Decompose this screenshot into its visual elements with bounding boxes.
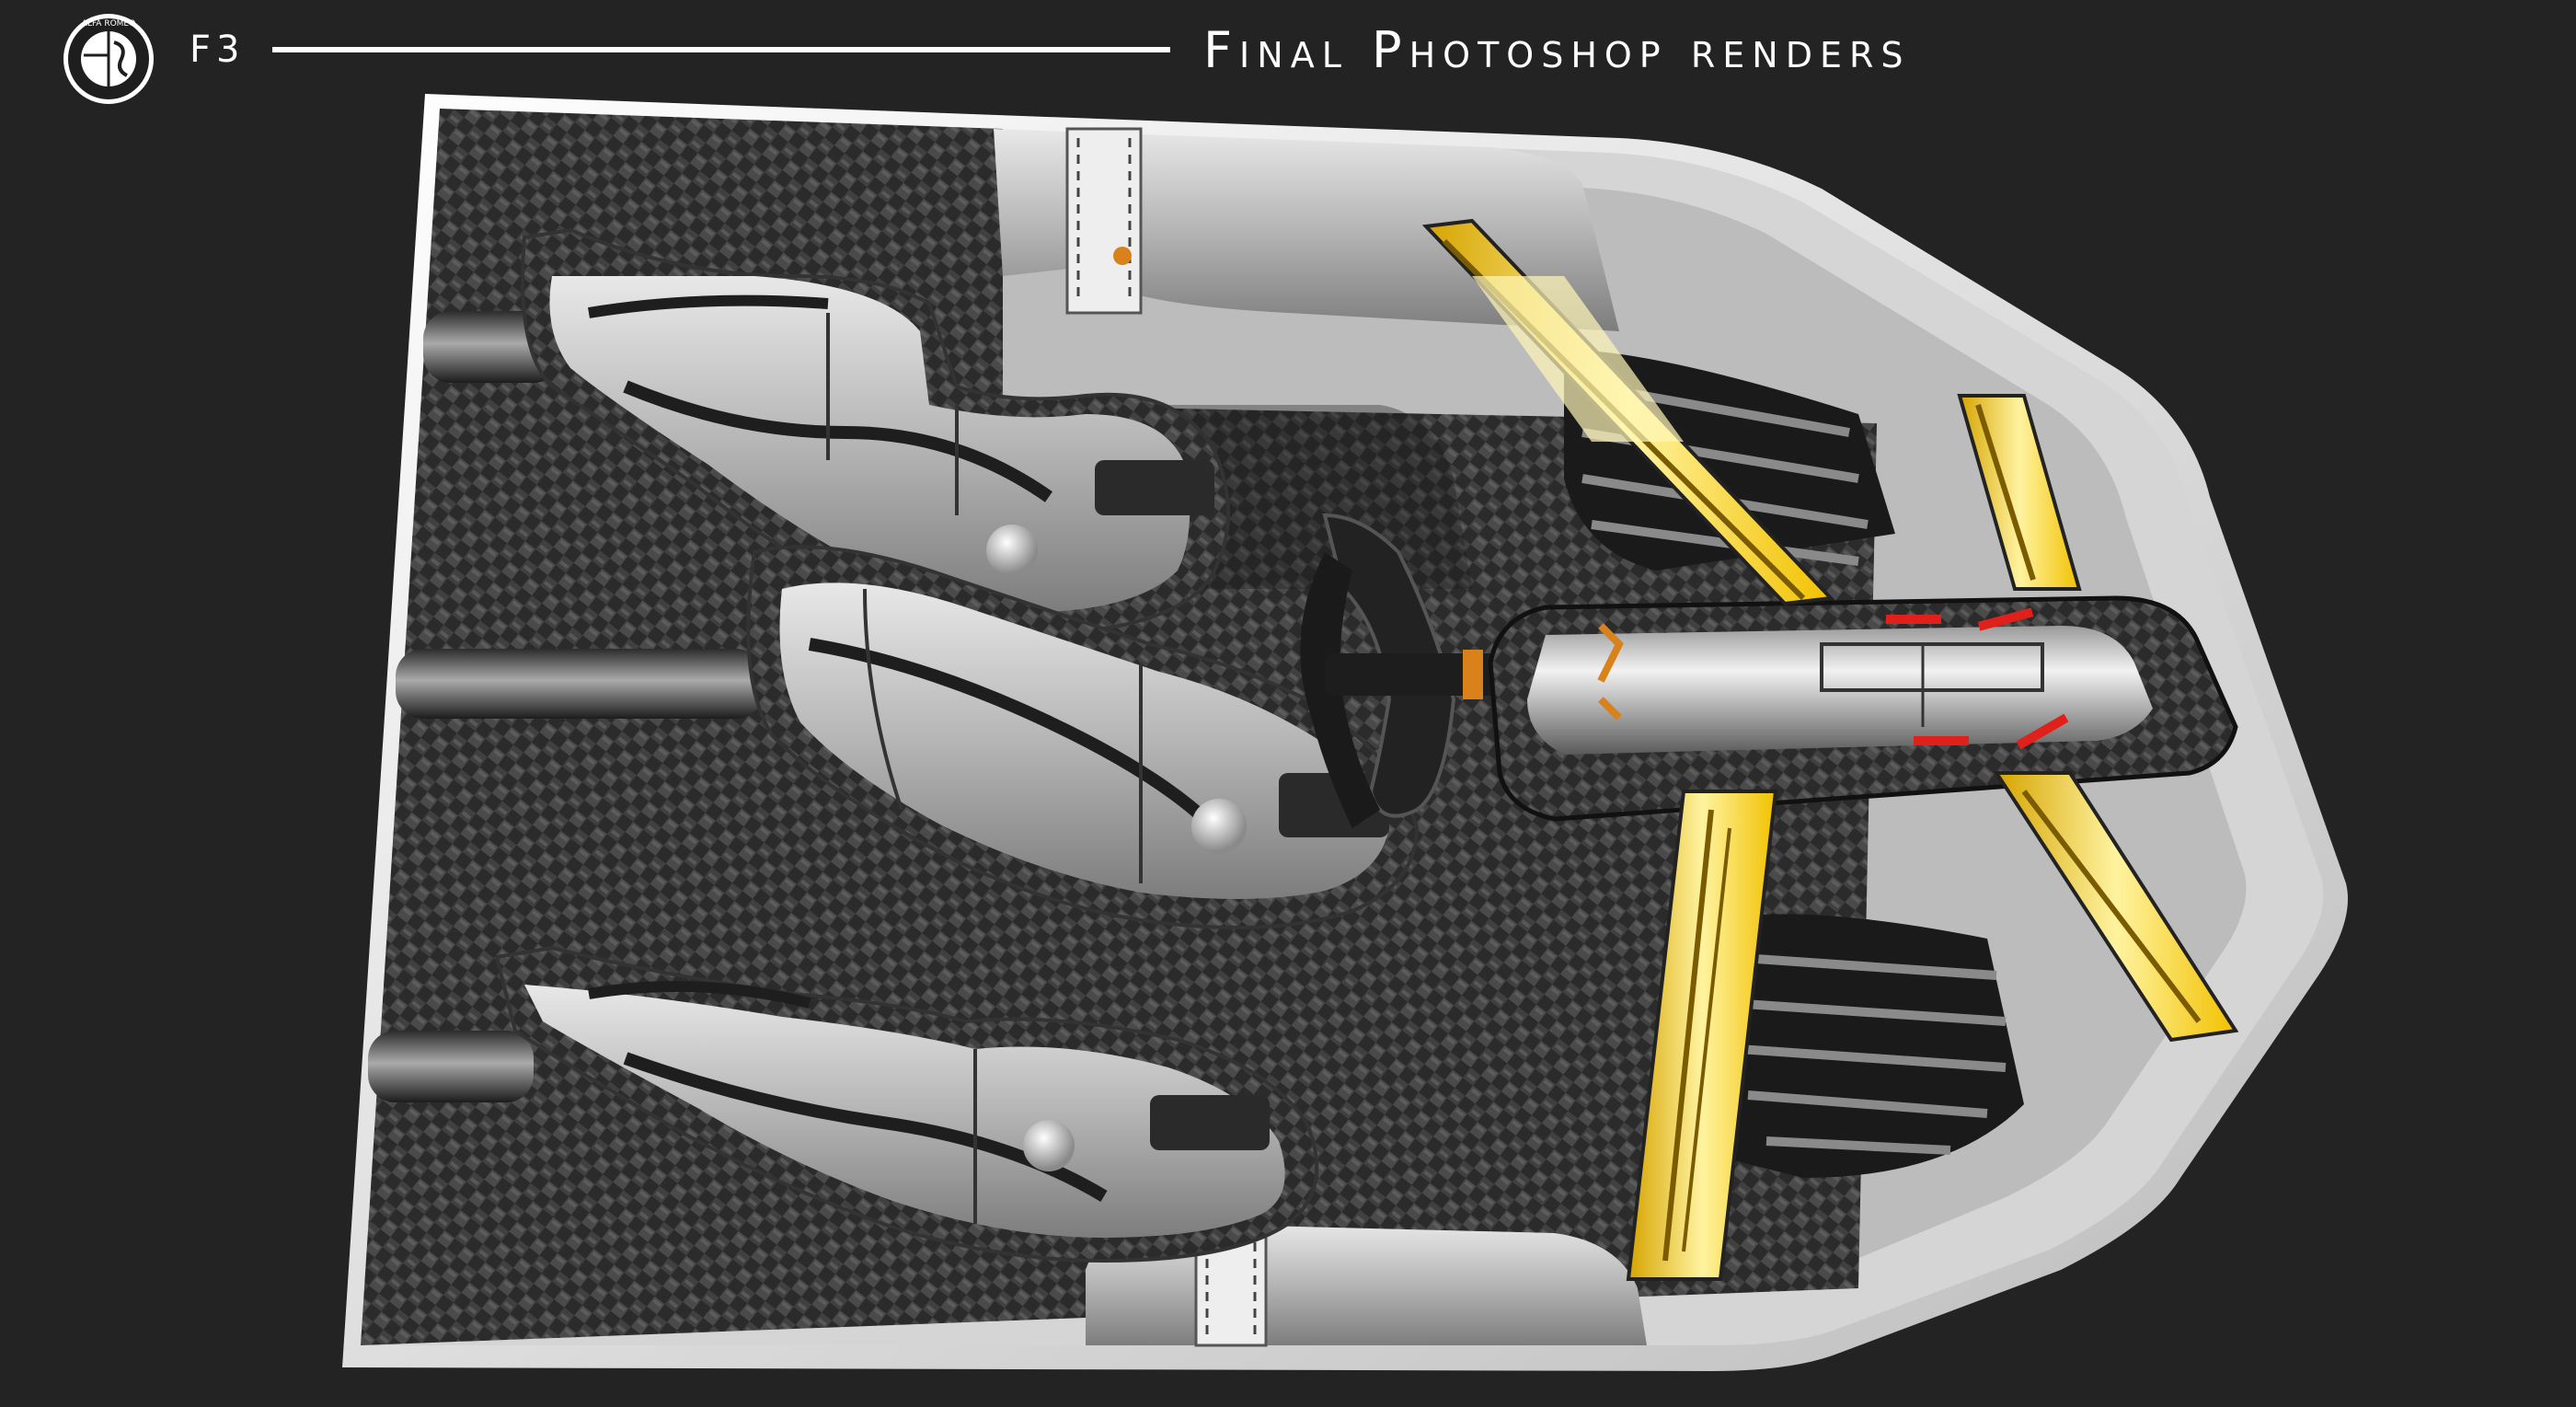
model-code: F3 [190, 29, 246, 71]
alfa-romeo-logo-icon: ALFA ROMEO [63, 14, 154, 104]
logo-text: ALFA ROMEO [82, 19, 135, 29]
header-rule [272, 47, 1170, 52]
header: ALFA ROMEO F3 Final Photoshop renders [0, 0, 2576, 104]
page-title: Final Photoshop renders [1203, 21, 1911, 79]
